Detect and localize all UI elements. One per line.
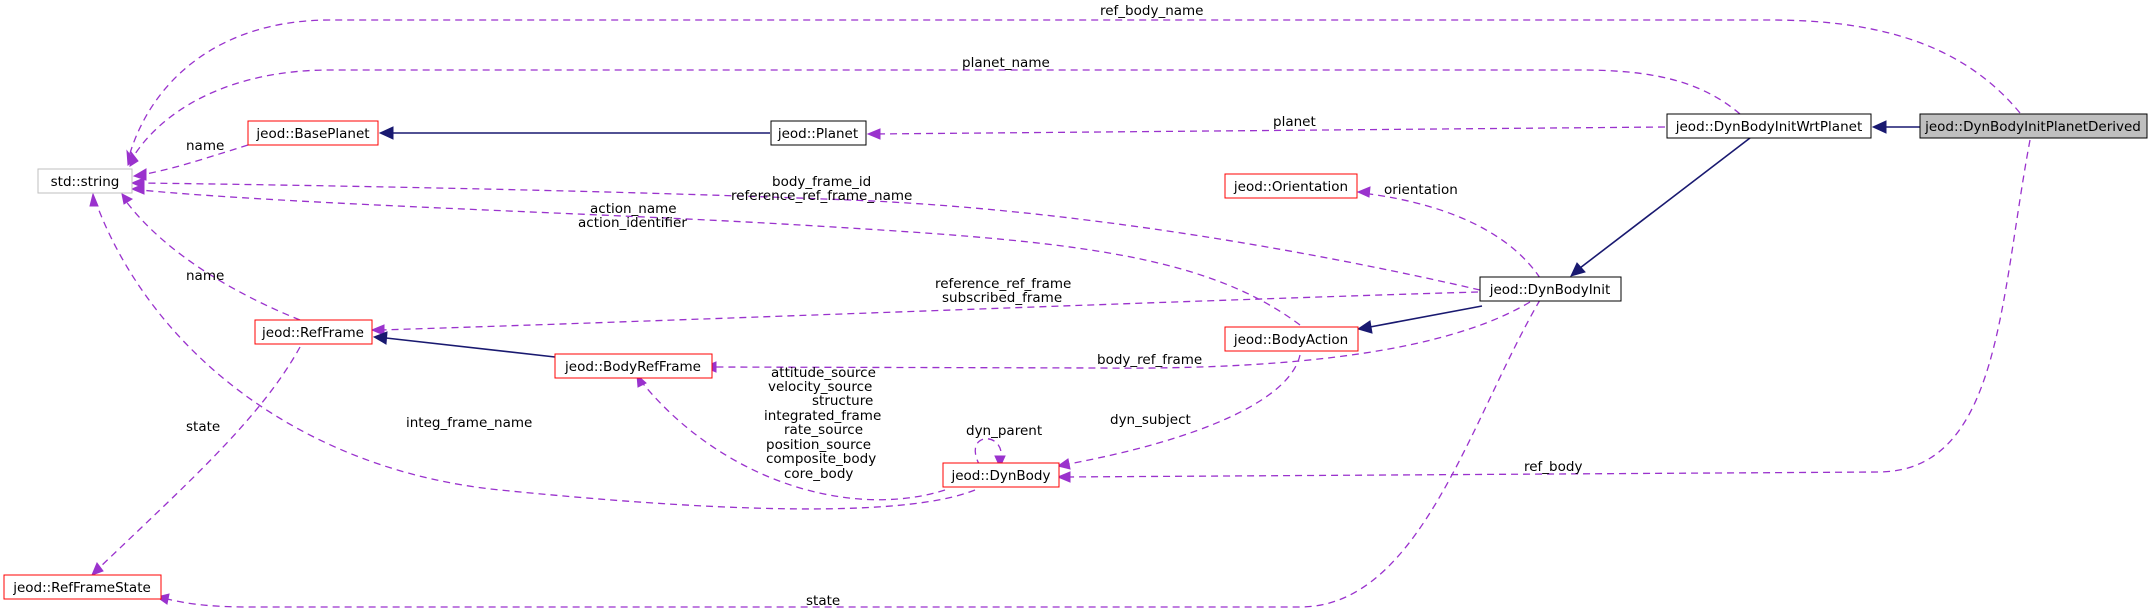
edge-reference-ref-frame bbox=[379, 291, 1479, 331]
arrowhead-orientation bbox=[1356, 186, 1371, 198]
label-dyn-subject: dyn_subject bbox=[1110, 412, 1191, 428]
node-dyn-body-init-wrt-planet[interactable]: jeod::DynBodyInitWrtPlanet bbox=[1666, 113, 1872, 139]
label-state-init: state bbox=[806, 593, 840, 609]
edge-name-base-planet bbox=[139, 144, 249, 176]
edge-dyn-subject bbox=[1062, 354, 1301, 466]
nodes: jeod::DynBodyInitPlanetDerived jeod::Dyn… bbox=[3, 113, 2148, 600]
label-name-ref-frame: name bbox=[186, 268, 224, 284]
node-label: jeod::RefFrameState bbox=[12, 580, 151, 596]
label-attitude-source: attitude_source bbox=[771, 365, 876, 381]
node-body-ref-frame[interactable]: jeod::BodyRefFrame bbox=[554, 353, 713, 379]
node-label: jeod::DynBodyInitPlanetDerived bbox=[1924, 119, 2141, 135]
label-integ-frame-name: integ_frame_name bbox=[406, 415, 532, 431]
label-dyn-parent: dyn_parent bbox=[966, 423, 1042, 439]
label-orientation: orientation bbox=[1384, 182, 1458, 198]
arrowhead-planet-name bbox=[129, 150, 139, 167]
node-base-planet[interactable]: jeod::BasePlanet bbox=[247, 120, 379, 146]
arrowhead-integ-frame-name bbox=[89, 192, 99, 207]
arrowhead-wrt-planet-inherits bbox=[1570, 262, 1586, 277]
arrowhead-dyn-body-init-inherits bbox=[1356, 320, 1373, 334]
arrowhead-reference-ref-frame bbox=[370, 324, 385, 336]
edge-wrt-planet-inherits-dyn-body-init bbox=[1579, 137, 1751, 269]
node-label: jeod::BodyAction bbox=[1233, 332, 1348, 348]
label-name-base-planet: name bbox=[186, 138, 224, 154]
edge-action-name bbox=[139, 189, 1301, 326]
node-label: jeod::DynBody bbox=[950, 468, 1050, 484]
label-velocity-source: velocity_source bbox=[768, 379, 872, 395]
node-std-string[interactable]: std::string bbox=[37, 168, 133, 194]
edge-dyn-body-to-body-ref-frame bbox=[639, 379, 946, 501]
node-dyn-body[interactable]: jeod::DynBody bbox=[942, 462, 1060, 488]
label-position-source: position_source bbox=[766, 437, 871, 453]
label-ref-body: ref_body bbox=[1524, 459, 1582, 475]
arrowhead-planet-inherits bbox=[378, 126, 394, 140]
usage-edges bbox=[94, 19, 2031, 608]
label-structure: structure bbox=[812, 393, 873, 409]
label-core-body: core_body bbox=[784, 466, 853, 482]
node-label: std::string bbox=[51, 174, 120, 190]
node-label: jeod::BodyRefFrame bbox=[564, 359, 701, 375]
node-label: jeod::BasePlanet bbox=[255, 126, 369, 142]
edge-planet bbox=[871, 126, 1666, 135]
label-subscribed-frame: subscribed_frame bbox=[942, 290, 1062, 306]
label-planet-name: planet_name bbox=[962, 55, 1050, 71]
node-label: jeod::Planet bbox=[777, 126, 858, 142]
edge-orientation bbox=[1361, 192, 1541, 279]
inheritance-edges bbox=[372, 120, 1920, 358]
node-dyn-body-init-planet-derived[interactable]: jeod::DynBodyInitPlanetDerived bbox=[1919, 113, 2148, 139]
edge-body-ref-frame-inherits-ref-frame bbox=[385, 337, 556, 358]
label-reference-ref-frame: reference_ref_frame bbox=[935, 276, 1071, 292]
arrowhead-name-ref-frame bbox=[121, 193, 134, 205]
edge-body-frame-id bbox=[139, 182, 1481, 291]
edge-planet-name bbox=[129, 69, 1741, 163]
edge-name-ref-frame bbox=[124, 199, 301, 321]
label-rate-source: rate_source bbox=[784, 422, 863, 438]
arrowhead-dyn-parent bbox=[994, 455, 1006, 469]
node-label: jeod::DynBodyInitWrtPlanet bbox=[1675, 119, 1863, 135]
edge-state-ref-frame bbox=[96, 346, 301, 571]
arrowhead-derived-inherits bbox=[1871, 120, 1887, 134]
edge-ref-body-name bbox=[127, 19, 2021, 161]
label-reference-ref-frame-name: reference_ref_frame_name bbox=[731, 188, 912, 204]
label-body-ref-frame: body_ref_frame bbox=[1097, 352, 1202, 368]
edge-state-init bbox=[162, 299, 1541, 608]
label-body-frame-id: body_frame_id bbox=[772, 174, 871, 190]
arrowhead-ref-body bbox=[1056, 471, 1071, 483]
edge-dyn-body-init-inherits-body-action bbox=[1369, 305, 1483, 328]
label-state-ref-frame: state bbox=[186, 419, 220, 435]
arrowhead-planet bbox=[866, 128, 881, 140]
label-integrated-frame: integrated_frame bbox=[764, 408, 881, 424]
edge-ref-body bbox=[1062, 139, 2031, 478]
arrowhead-state-ref-frame bbox=[91, 562, 104, 576]
edge-integ-frame-name bbox=[94, 199, 976, 510]
label-planet: planet bbox=[1273, 114, 1316, 130]
arrowhead-name-base-planet bbox=[132, 168, 147, 181]
node-label: jeod::DynBodyInit bbox=[1489, 282, 1611, 298]
node-planet[interactable]: jeod::Planet bbox=[770, 120, 867, 146]
label-ref-body-name: ref_body_name bbox=[1100, 3, 1204, 19]
label-action-identifier: action_identifier bbox=[578, 215, 687, 231]
edge-labels: ref_body_name planet_name planet name bo… bbox=[186, 3, 1582, 609]
label-action-name: action_name bbox=[590, 201, 677, 217]
node-ref-frame-state[interactable]: jeod::RefFrameState bbox=[3, 574, 162, 600]
node-orientation[interactable]: jeod::Orientation bbox=[1224, 173, 1358, 199]
node-body-action[interactable]: jeod::BodyAction bbox=[1224, 326, 1359, 352]
arrowhead-body-ref-frame-inherits bbox=[372, 331, 388, 345]
label-composite-body: composite_body bbox=[766, 451, 876, 467]
arrowhead-action-name bbox=[130, 183, 145, 195]
node-ref-frame[interactable]: jeod::RefFrame bbox=[254, 319, 373, 345]
node-label: jeod::RefFrame bbox=[261, 325, 364, 341]
arrowhead-dyn-subject bbox=[1056, 458, 1071, 470]
node-label: jeod::Orientation bbox=[1233, 179, 1348, 195]
node-dyn-body-init[interactable]: jeod::DynBodyInit bbox=[1479, 276, 1622, 302]
